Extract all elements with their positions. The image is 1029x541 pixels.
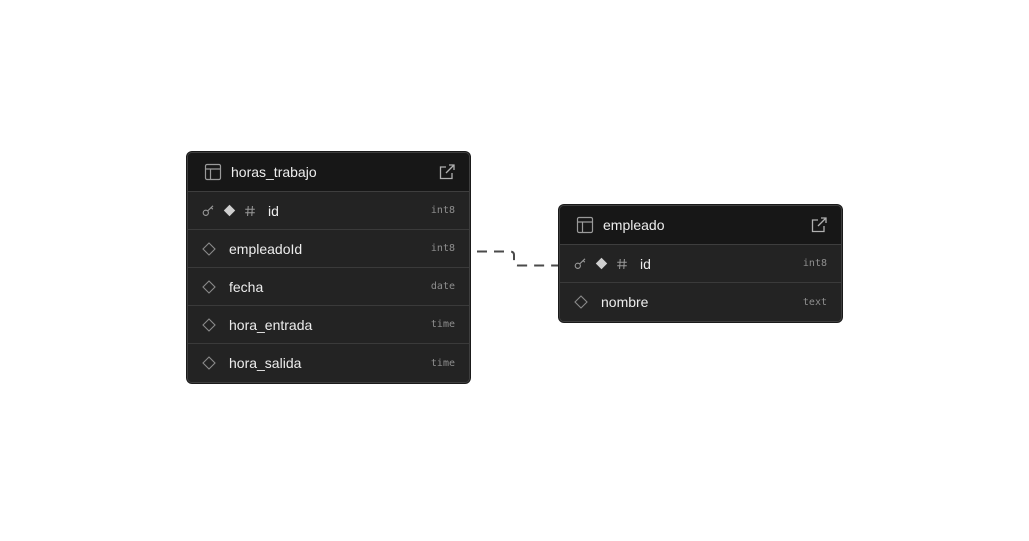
table-header: horas_trabajo — [188, 153, 469, 192]
column-row[interactable]: id int8 — [560, 245, 841, 283]
column-name: fecha — [229, 278, 264, 295]
column-row[interactable]: fecha date — [188, 268, 469, 306]
column-row[interactable]: hora_entrada time — [188, 306, 469, 344]
outline-diamond-icon — [202, 241, 216, 256]
column-type: int8 — [802, 258, 827, 269]
column-name: empleadoId — [229, 240, 303, 257]
hash-icon — [245, 205, 255, 216]
filled-diamond-icon — [595, 257, 608, 270]
column-type: time — [430, 357, 455, 369]
table-icon — [204, 163, 222, 181]
table-icon — [576, 216, 594, 234]
table-title: horas_trabajo — [231, 164, 317, 180]
outline-diamond-icon — [574, 295, 588, 309]
column-type: int8 — [430, 243, 455, 254]
outline-diamond-icon — [202, 356, 216, 370]
filled-diamond-icon — [223, 204, 236, 217]
column-row[interactable]: hora_salida time — [188, 344, 469, 382]
table-node-empleado[interactable]: empleado — [559, 205, 842, 322]
column-name: nombre — [601, 294, 649, 310]
table-title: empleado — [603, 217, 665, 233]
external-link-icon[interactable] — [810, 216, 828, 234]
table-node-horas-trabajo[interactable]: horas_trabajo — [187, 152, 470, 383]
hash-icon — [617, 258, 627, 269]
column-row[interactable]: nombre text — [560, 283, 841, 321]
column-name: hora_entrada — [229, 316, 313, 333]
outline-diamond-icon — [202, 317, 216, 332]
column-type: text — [802, 296, 827, 308]
column-name: id — [268, 202, 279, 219]
outline-diamond-icon — [202, 279, 216, 294]
column-name: id — [640, 255, 651, 272]
column-row[interactable]: id int8 — [188, 192, 469, 230]
key-icon — [202, 205, 214, 216]
column-type: date — [430, 281, 455, 292]
column-row[interactable]: empleadoId int8 — [188, 230, 469, 268]
key-icon — [574, 258, 586, 269]
column-type: time — [430, 319, 455, 330]
external-link-icon[interactable] — [438, 163, 456, 181]
column-type: int8 — [430, 205, 455, 216]
table-header: empleado — [560, 206, 841, 245]
column-name: hora_salida — [229, 355, 302, 371]
